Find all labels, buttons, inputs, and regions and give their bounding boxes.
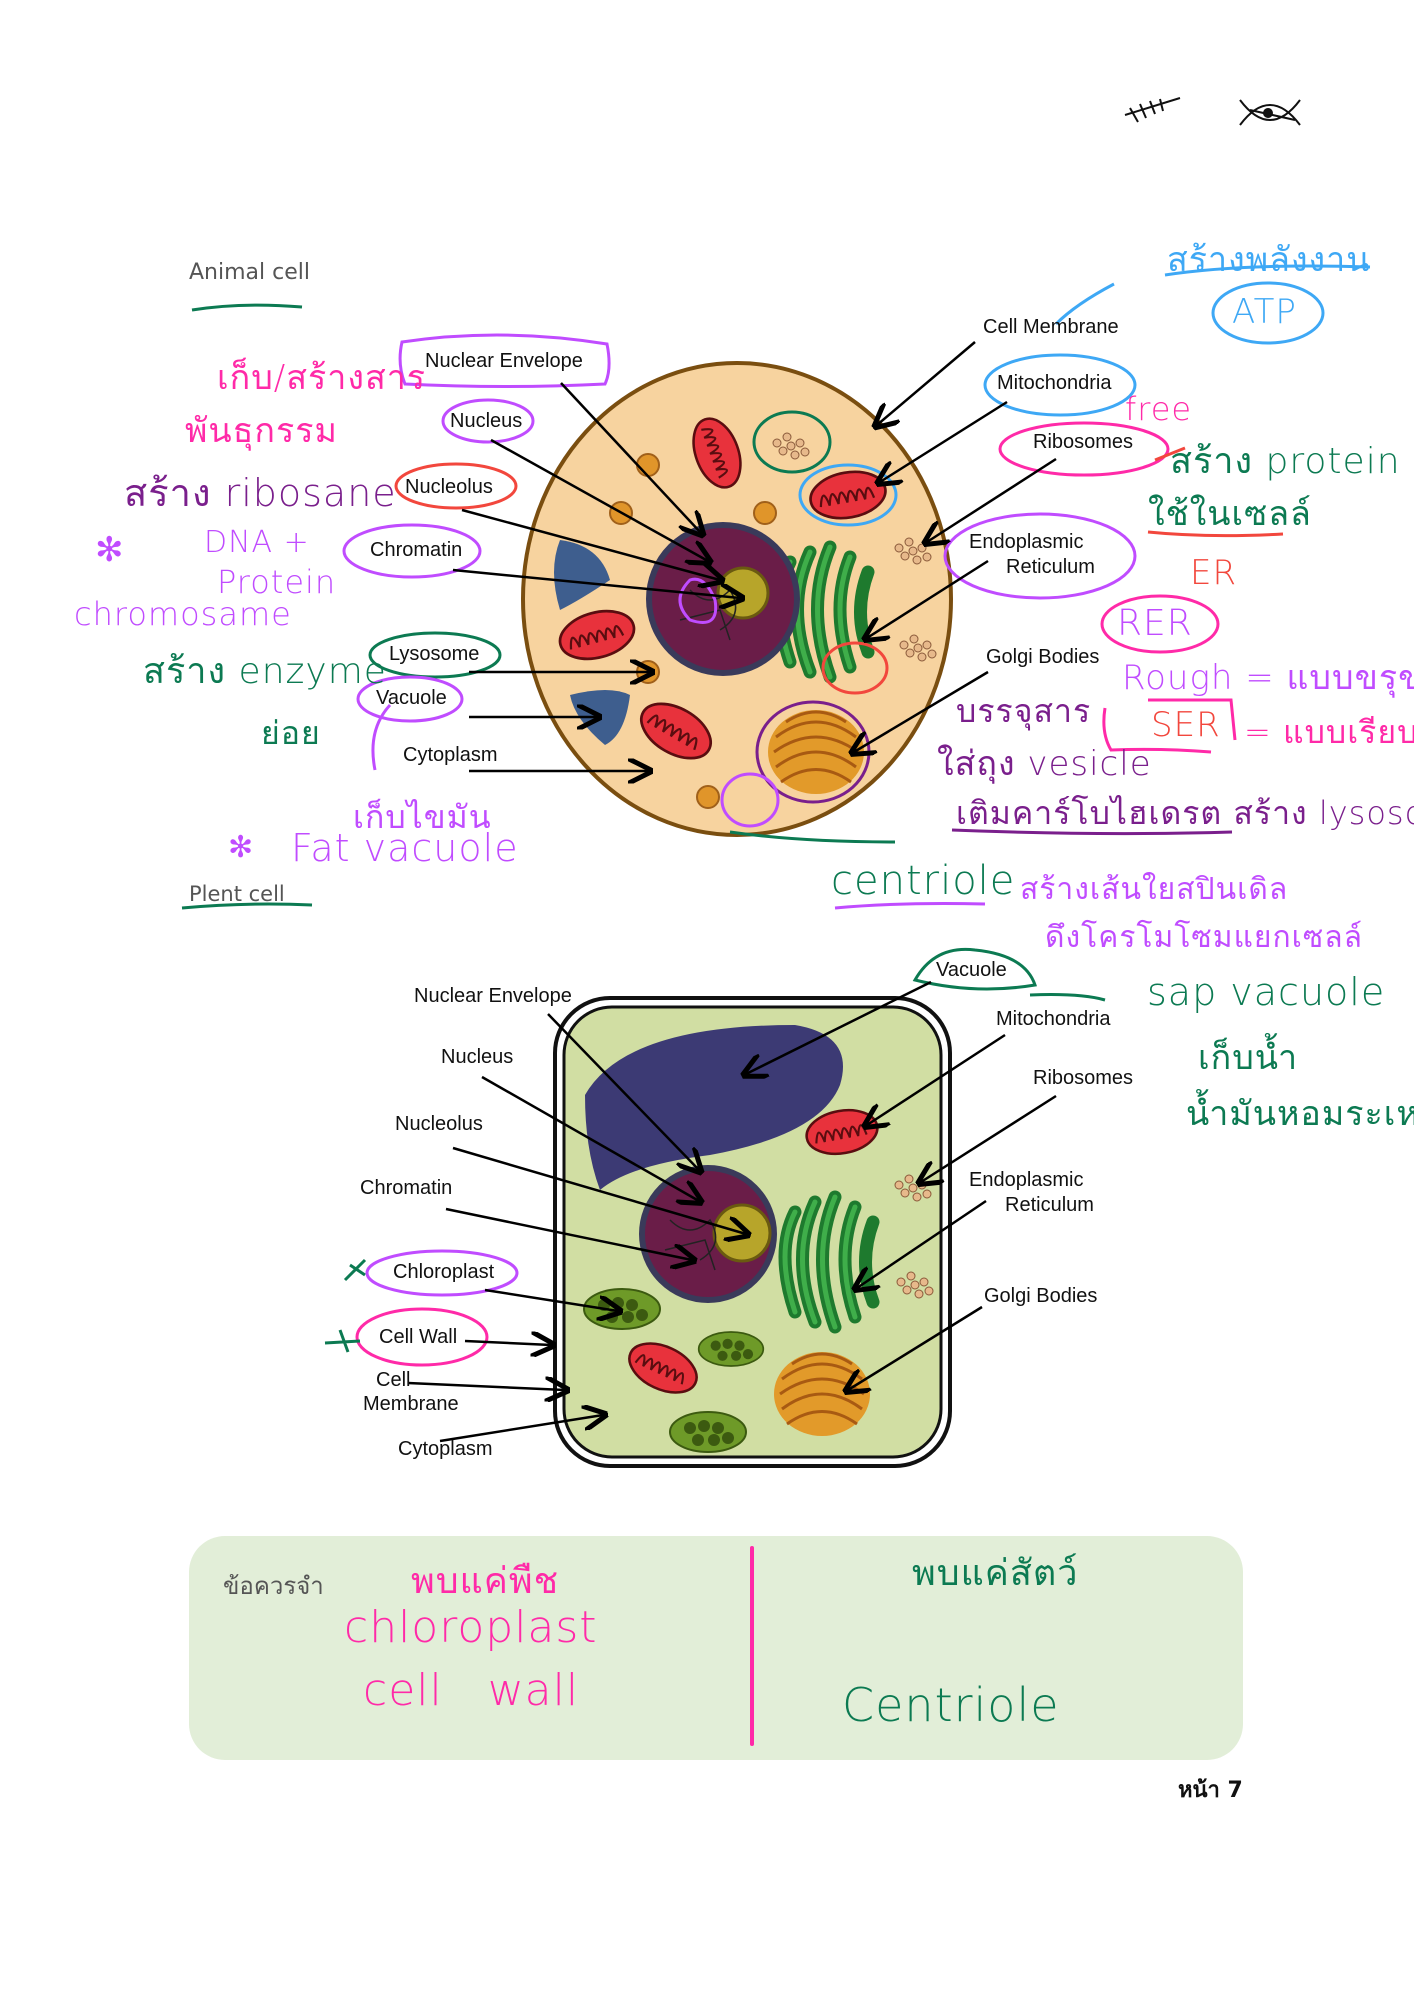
plant-annotation-marks [324,947,1106,1367]
note-fat-vacuole: Fat vacuole [291,826,519,870]
plant-label-membrane-2: Membrane [363,1393,459,1415]
note-ser: SER [1151,705,1221,745]
plant-cell-title: Plent cell [189,882,285,906]
plant-cell [553,996,952,1468]
note-store-water: เก็บน้ำ [1198,1038,1299,1078]
note-store-create: เก็บ/สร้างสาร [217,358,427,398]
remember-divider [750,1546,754,1746]
remember-cell-wall: cell wall [363,1665,580,1716]
label-vacuole: Vacuole [376,687,447,709]
remember-chloroplast: chloroplast [344,1602,598,1653]
plant-label-golgi: Golgi Bodies [984,1285,1098,1307]
remember-plant-only: พบแค่พืช [411,1561,560,1602]
plant-label-ribosomes: Ribosomes [1033,1067,1134,1089]
animal-annotation-marks [342,264,1371,910]
plant-label-chromatin: Chromatin [360,1177,453,1199]
plant-label-chloroplast: Chloroplast [393,1261,495,1283]
note-rough: Rough = แบบขรุขระ [1122,658,1414,698]
note-genetic: พันธุกรรม [185,411,338,451]
note-centriole: centriole [831,858,1016,904]
plant-label-vacuole: Vacuole [936,959,1007,981]
plant-label-membrane-1: Cell [376,1369,411,1391]
label-nucleus: Nucleus [450,410,523,432]
plant-label-nucleolus: Nucleolus [395,1113,483,1135]
note-free: free [1125,390,1193,428]
remember-animal-only: พบแค่สัตว์ [912,1553,1079,1594]
plant-label-er-1: Endoplasmic [969,1169,1084,1191]
plant-label-mitochondria: Mitochondria [996,1008,1111,1030]
note-carb: เติมคาร์โบไฮเดรต สร้าง lysosome [956,794,1414,832]
label-er-1: Endoplasmic [969,531,1084,553]
plant-label-cell-wall: Cell Wall [379,1326,458,1348]
label-nucleolus: Nucleolus [405,476,493,498]
note-dna: DNA + [204,525,310,560]
note-pull: ดึงโครโมโซมแยกเซลล์ [1045,920,1364,955]
note-use-in-cell: ใช้ในเซลล์ [1148,494,1312,534]
note-store-fat: เก็บไขมัน [353,798,492,836]
note-package: บรรจุสาร [956,692,1092,730]
note-oils: น้ำมันหอมระเหย [1186,1094,1414,1134]
note-spindle: สร้างเส้นใยสปินเดิล [1020,872,1289,907]
label-cytoplasm: Cytoplasm [403,744,498,766]
label-ribosomes: Ribosomes [1033,431,1134,453]
plant-label-nucleus: Nucleus [441,1046,514,1068]
remember-box [189,1536,1243,1760]
note-make-ribosome: สร้าง ribosane [124,471,397,515]
note-protein: Protein [217,563,337,601]
animal-cell-title: Animal cell [189,260,310,285]
note-make-protein: สร้าง protein [1170,441,1401,482]
note-make-enzyme: สร้าง enzyme [143,651,387,692]
remember-title: ข้อควรจำ [223,1572,324,1600]
label-nuclear-envelope: Nuclear Envelope [425,350,583,372]
label-mitochondria: Mitochondria [997,372,1112,394]
note-make-energy: สร้างพลังงาน [1167,240,1371,280]
note-smooth: = แบบเรียบ [1244,713,1414,751]
note-rer: RER [1117,603,1193,644]
note-sap-vacuole: sap vacuole [1147,970,1386,1014]
label-chromatin: Chromatin [370,539,463,561]
animal-cell [521,361,953,837]
plant-label-cytoplasm: Cytoplasm [398,1438,493,1460]
label-cell-membrane: Cell Membrane [983,316,1119,338]
page-number: หน้า 7 [1178,1778,1243,1803]
plant-label-er-2: Reticulum [1005,1194,1094,1216]
plant-label-nuclear-envelope: Nuclear Envelope [414,985,572,1007]
remember-centriole: Centriole [842,1678,1060,1732]
note-star-icon-2: ✻ [228,830,255,865]
note-vesicle: ใส่ถุง vesicle [937,744,1152,784]
chromosome-doodle-icon [1239,99,1301,126]
note-star-icon: ✻ [95,530,125,570]
animal-arrows [452,341,1057,771]
note-er: ER [1190,553,1238,593]
label-golgi: Golgi Bodies [986,646,1100,668]
note-atp: ATP [1232,292,1297,332]
note-digest: ย่อย [261,714,321,752]
dna-doodle-icon [1124,97,1181,123]
label-lysosome: Lysosome [389,643,480,665]
note-chromosome: chromosame [74,595,292,633]
label-er-2: Reticulum [1006,556,1095,578]
plant-arrows [407,980,1057,1443]
